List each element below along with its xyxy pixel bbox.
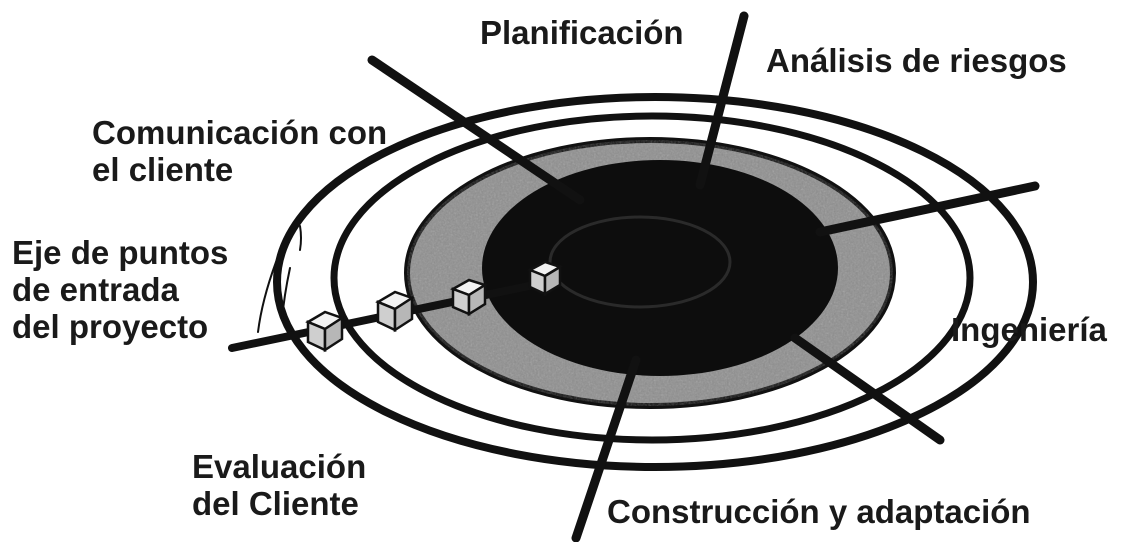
- label-planning: Planificación: [480, 14, 684, 51]
- spiral-ring-outer: [273, 93, 1037, 471]
- label-entry-axis: Eje de puntos de entrada del proyecto: [12, 234, 228, 345]
- label-entry-axis-line-2: de entrada: [12, 271, 179, 308]
- label-client-evaluation-line-1: Evaluación: [192, 448, 367, 485]
- project-entry-point-4: [527, 260, 563, 297]
- label-entry-axis-line-1: Eje de puntos: [12, 234, 229, 271]
- entry-motion-trail: [257, 225, 302, 333]
- axis-client-evaluation: [571, 355, 641, 542]
- label-engineering-text: Ingeniería: [951, 311, 1107, 348]
- label-engineering: Ingeniería: [951, 311, 1107, 348]
- label-construction-text: Construcción y adaptación: [607, 493, 1031, 530]
- label-client-communication-line-1: Comunicación con: [92, 114, 388, 151]
- spiral-ring-middle: [330, 112, 974, 444]
- label-risk-analysis: Análisis de riesgos: [766, 42, 1067, 79]
- label-planning-text: Planificación: [480, 14, 684, 51]
- project-entry-point-3: [450, 278, 488, 317]
- label-risk-analysis-text: Análisis de riesgos: [766, 42, 1067, 79]
- project-entry-point-2: [375, 290, 415, 333]
- label-client-evaluation: Evaluación del Cliente: [192, 448, 366, 522]
- axis-planning: [367, 55, 585, 205]
- label-client-evaluation-line-2: del Cliente: [192, 485, 359, 522]
- label-client-communication-line-2: el cliente: [92, 151, 234, 188]
- label-construction: Construcción y adaptación: [607, 493, 1031, 530]
- axis-engineering: [815, 181, 1040, 237]
- label-entry-axis-line-3: del proyecto: [12, 308, 209, 345]
- project-entry-point-1: [305, 310, 345, 353]
- spiral-center: [482, 160, 838, 376]
- axis-risk-analysis: [695, 11, 749, 190]
- label-client-communication: Comunicación con el cliente: [92, 114, 387, 188]
- spiral-inner-highlight: [548, 215, 732, 309]
- axis-construction: [790, 333, 945, 445]
